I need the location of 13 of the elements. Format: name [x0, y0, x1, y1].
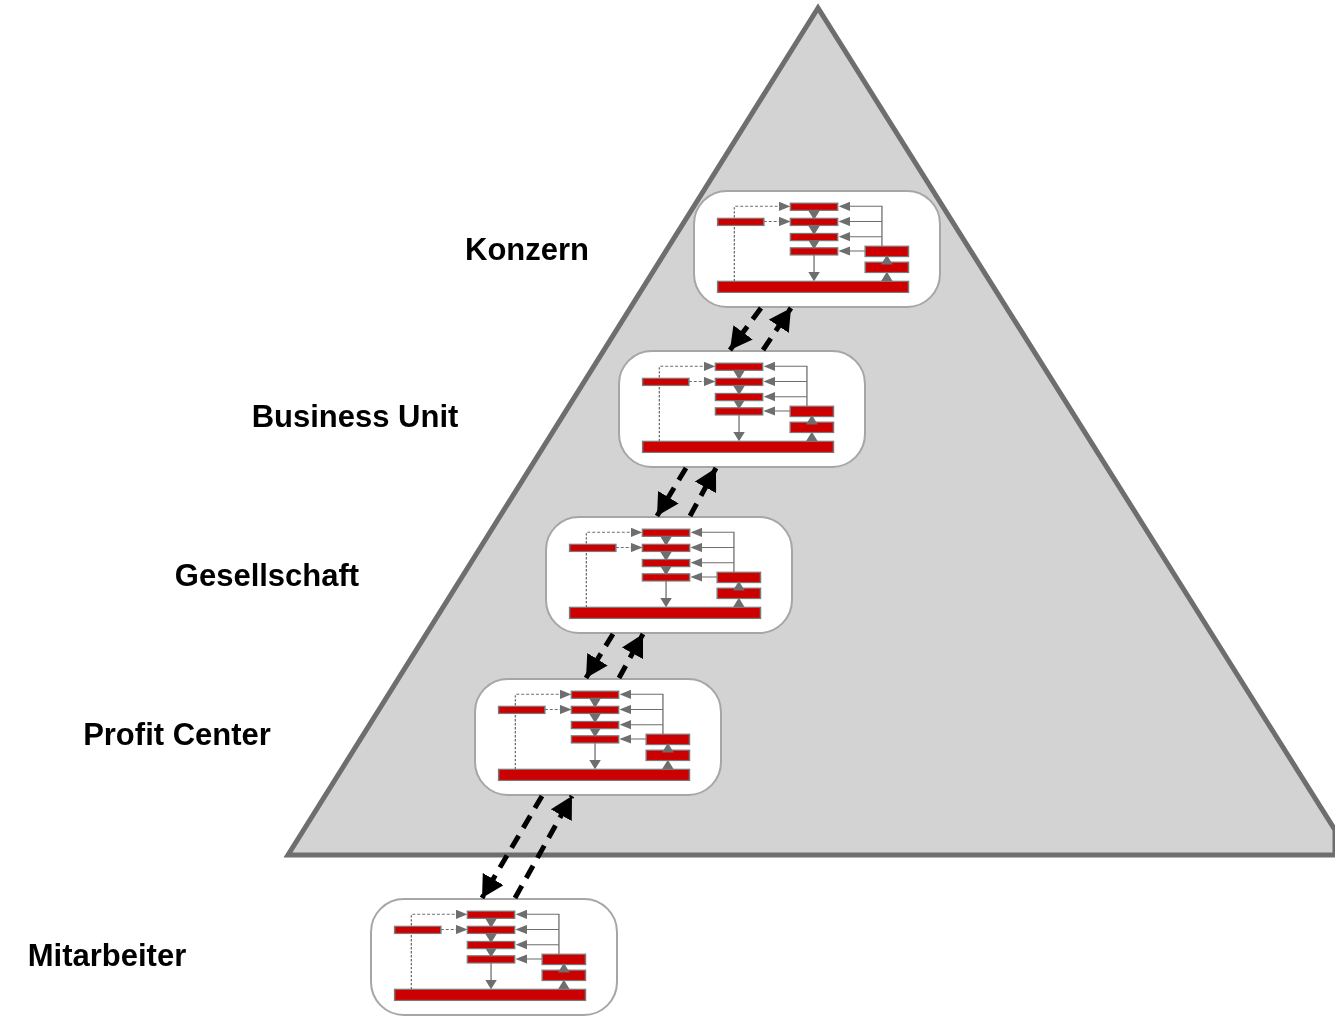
- dashed-arrow: [687, 466, 719, 518]
- dashed-arrow: [616, 632, 646, 680]
- dashed-arrow: [479, 794, 545, 900]
- dashed-arrow: [583, 632, 616, 680]
- dashed-arrow: [512, 794, 575, 900]
- level-label: Konzern: [465, 232, 589, 268]
- level-label: Business Unit: [251, 399, 459, 435]
- dashed-arrow: [760, 306, 794, 352]
- dashed-arrow: [728, 306, 763, 352]
- level-label: Gesellschaft: [174, 558, 360, 594]
- dashed-arrow: [654, 466, 689, 518]
- level-label: Profit Center: [83, 717, 271, 753]
- level-label: Mitarbeiter: [27, 938, 187, 974]
